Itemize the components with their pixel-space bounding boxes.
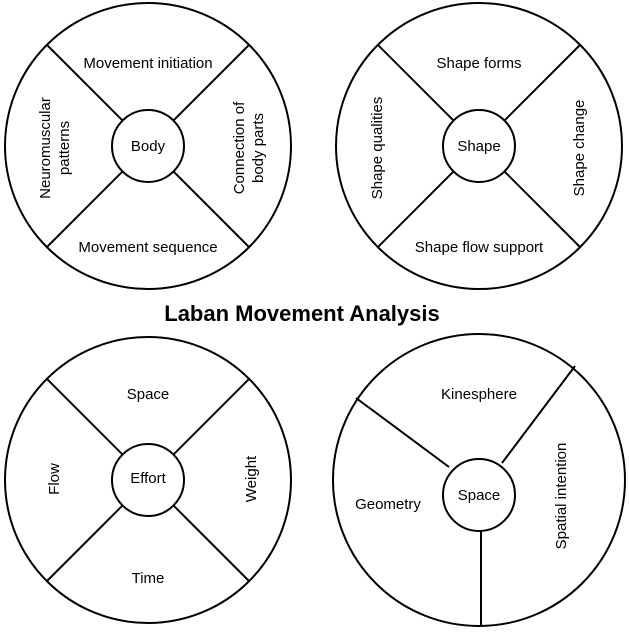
wheel-space-hub — [442, 458, 516, 532]
wheel-body-hub-label: Body — [131, 138, 166, 155]
wheel-body-right-line2: body parts — [250, 113, 267, 183]
wheel-space-hub-label: Space — [458, 487, 501, 504]
wheel-body-left-line2: patterns — [56, 121, 73, 175]
wheel-effort-hub — [111, 443, 185, 517]
wheel-shape-left-label: Shape qualities — [369, 97, 386, 200]
wheel-body: Body Movement initiation Movement sequen… — [4, 2, 292, 290]
wheel-body-left-line1: Neuromuscular — [37, 97, 54, 199]
wheel-space-top-label: Kinesphere — [441, 386, 517, 403]
wheel-shape-hub-label: Shape — [457, 138, 500, 155]
wheel-body-hub — [111, 109, 185, 183]
wheel-space-divider-right — [501, 365, 576, 464]
wheel-space-divider-left — [355, 397, 450, 468]
wheel-shape-right-label: Shape change — [571, 100, 588, 197]
wheel-shape-bottom-label: Shape flow support — [415, 239, 544, 256]
wheel-space-right-label: Spatial intention — [553, 443, 570, 550]
wheel-effort-bottom-label: Time — [132, 570, 165, 587]
wheel-effort-right-label: Weight — [243, 455, 260, 502]
wheel-body-right-label: Connection of body parts — [231, 101, 267, 194]
wheel-body-bottom-label: Movement sequence — [78, 239, 217, 256]
wheel-effort: Effort Space Time Flow Weight — [4, 336, 292, 624]
diagram-title: Laban Movement Analysis — [164, 301, 439, 326]
wheel-shape: Shape Shape forms Shape flow support Sha… — [335, 2, 623, 290]
wheel-shape-hub — [442, 109, 516, 183]
wheel-space: Space Kinesphere Geometry Spatial intent… — [332, 333, 626, 627]
wheel-body-right-line1: Connection of — [231, 101, 248, 194]
wheel-body-top-label: Movement initiation — [83, 55, 212, 72]
wheel-effort-hub-label: Effort — [130, 470, 166, 487]
wheel-shape-top-label: Shape forms — [436, 55, 521, 72]
wheel-effort-left-label: Flow — [46, 463, 63, 495]
wheel-space-left-label: Geometry — [355, 496, 421, 513]
wheel-body-left-label: Neuromuscular patterns — [37, 97, 73, 199]
wheel-effort-top-label: Space — [127, 386, 170, 403]
